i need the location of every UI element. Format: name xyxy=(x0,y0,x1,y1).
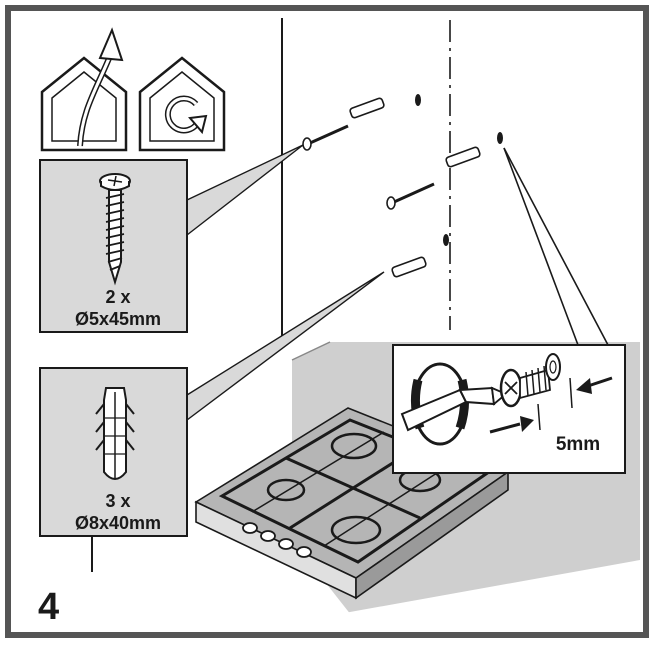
gap-arrow-left-icon xyxy=(489,416,534,434)
gap-arrow-right-icon xyxy=(576,376,613,394)
control-knob xyxy=(296,546,312,558)
control-knob xyxy=(260,530,276,542)
detail-screw-icon xyxy=(499,353,561,408)
burner xyxy=(330,432,378,460)
step-number: 4 xyxy=(38,586,60,628)
drill-mark xyxy=(497,132,503,144)
wall-plug-on-wall xyxy=(445,146,481,168)
gap-marker-line xyxy=(569,377,573,409)
screw-icon xyxy=(99,173,131,286)
pan-support-bar xyxy=(323,461,455,547)
screw-quantity: 2 x xyxy=(105,287,131,307)
detail-leader-line xyxy=(503,147,609,346)
recirculation-icon xyxy=(138,56,226,152)
wall-plug-on-wall xyxy=(349,97,385,119)
worktop-edge-highlight xyxy=(250,560,640,630)
drill-mark xyxy=(443,234,449,246)
hob-side xyxy=(355,470,509,600)
plug-quantity: 3 x xyxy=(105,491,131,511)
gap-marker-line xyxy=(537,403,541,431)
control-knob xyxy=(242,522,258,534)
screw-on-wall xyxy=(386,182,435,210)
screwdriver-icon xyxy=(400,362,508,446)
drill-mark xyxy=(415,94,421,106)
control-knob xyxy=(278,538,294,550)
screw-on-wall xyxy=(302,124,349,151)
wall-plug-icon xyxy=(95,387,135,480)
burner xyxy=(266,478,306,502)
plug-size: Ø8x40mm xyxy=(74,513,162,533)
burner xyxy=(330,515,382,545)
detail-leader-line xyxy=(503,147,579,346)
outdoor-exhaust-icon xyxy=(40,27,128,152)
wall-plug-on-wall xyxy=(391,256,427,278)
screw-gap-label: 5mm xyxy=(555,434,601,455)
worktop-back-edge xyxy=(291,341,331,361)
screw-size: Ø5x45mm xyxy=(74,309,162,329)
